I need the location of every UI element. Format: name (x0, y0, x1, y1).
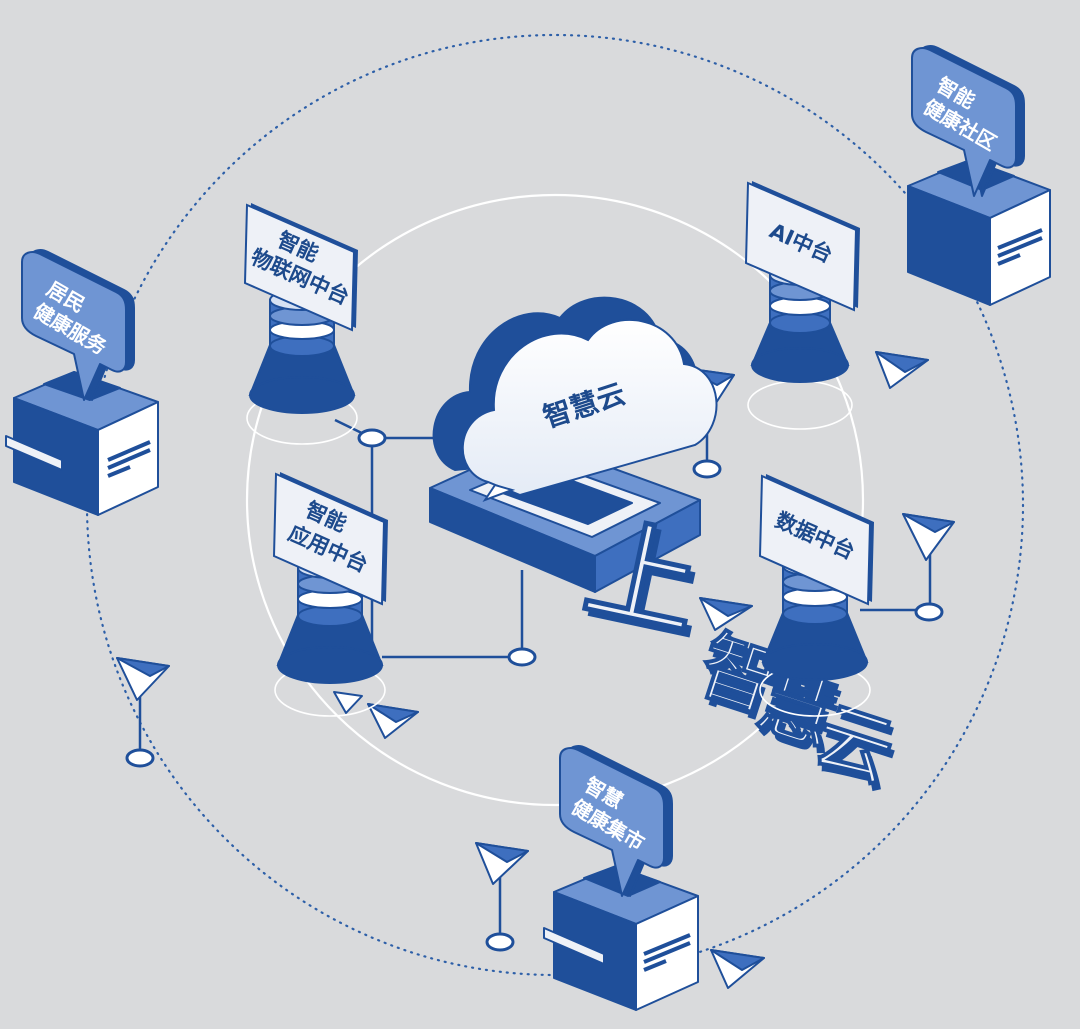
endpoint-resident: 居民 健康服务 (5, 249, 159, 516)
speech-bubble (911, 45, 1025, 197)
speech-bubble (559, 745, 673, 897)
platform-data: 数据中台 (758, 474, 874, 717)
label-card: AI中台 (744, 181, 860, 312)
slogan-prefix-face: 上 (574, 503, 711, 653)
label-card: 数据中台 (758, 474, 874, 606)
label-card: 智能 应用中台 (272, 472, 388, 606)
platform-ai: AI中台 (744, 181, 860, 430)
label-card: 智能 物联网中台 (243, 203, 358, 332)
endpoint-community: 智能 健康社区 (907, 45, 1051, 306)
terminal-box (5, 371, 159, 516)
inner-orbit (245, 193, 865, 807)
cloud-icon (432, 296, 718, 503)
platform-iot: 智能 物联网中台 (243, 203, 358, 445)
platform-app: 智能 应用中台 (272, 472, 388, 717)
terminal-box (543, 865, 699, 1011)
slogan-prefix: 上 (579, 509, 716, 659)
connector-nodes (125, 428, 944, 952)
speech-bubble (21, 249, 135, 401)
database-stack-icon (747, 264, 853, 430)
endpoint-market: 智慧 健康集市 (543, 745, 699, 1011)
